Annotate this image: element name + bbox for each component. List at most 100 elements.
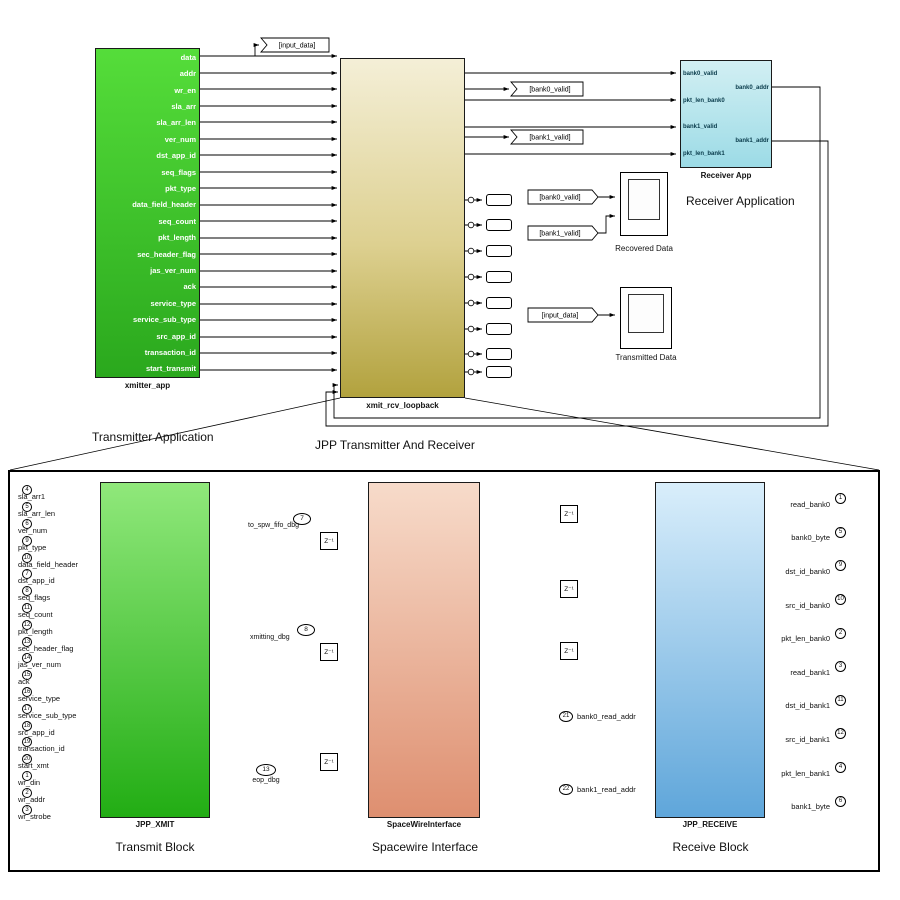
mini-sink-block[interactable] xyxy=(486,271,512,283)
input-port-row[interactable]: 9 pkt_type xyxy=(16,532,100,552)
jpp-xmit-block[interactable] xyxy=(100,482,210,818)
receiver-in-port-label: bank0_valid xyxy=(683,71,718,78)
port-name-label: service_sub_type xyxy=(18,710,77,720)
mini-sink-block[interactable] xyxy=(486,366,512,378)
port-number-badge: 14 xyxy=(22,653,32,664)
from-tag-input-data[interactable]: [input_data] xyxy=(527,307,615,323)
input-port-row[interactable]: 2 wr_addr xyxy=(16,784,100,804)
port-label: wr_en xyxy=(174,85,196,95)
input-port-row[interactable]: 6 ver_num xyxy=(16,516,100,535)
input-port-row[interactable]: 8 seq_flags xyxy=(16,583,100,602)
port-label: start_transmit xyxy=(145,364,196,374)
unit-delay-block[interactable]: Z⁻¹ xyxy=(320,753,338,771)
input-port-row[interactable]: 5 sla_arr_len xyxy=(16,499,100,518)
input-port-row[interactable]: 11 seq_count xyxy=(16,600,100,619)
port-label: dst_app_id xyxy=(156,151,196,161)
port-number-badge: 9 xyxy=(22,535,32,546)
port-label: pkt_type xyxy=(165,183,196,193)
loopback-name: xmit_rcv_loopback xyxy=(366,401,439,410)
input-port-row[interactable]: 14 jas_ver_num xyxy=(16,650,100,669)
input-port-row[interactable]: 10 data_field_header xyxy=(16,549,100,569)
input-port-row[interactable]: 16 service_type xyxy=(16,684,100,703)
receiver-feedback-wires xyxy=(325,86,829,427)
mini-sink-block[interactable] xyxy=(486,323,512,335)
xmit-rcv-loopback-block[interactable] xyxy=(340,58,465,398)
port-name-label: sla_arr1 xyxy=(18,492,46,502)
port-number-badge: 2 xyxy=(22,787,32,798)
goto-tag-bank0-valid[interactable]: [bank0_valid] xyxy=(465,81,584,97)
outport-13-oval[interactable]: 13 xyxy=(256,764,276,776)
from-tag-bank0-valid[interactable]: [bank0_valid] xyxy=(527,189,615,205)
output-port-row[interactable]: 4 pkt_len_bank1 xyxy=(766,751,876,785)
mini-sink-block[interactable] xyxy=(486,297,512,309)
input-port-row[interactable]: 12 pkt_length xyxy=(16,616,100,636)
port-name-label: sec_header_flag xyxy=(18,643,74,653)
output-port-row[interactable]: 6 bank1_byte xyxy=(766,784,876,818)
xmitter-to-loopback-wires xyxy=(200,54,337,372)
outport-8-oval[interactable]: 8 xyxy=(297,624,315,636)
output-port-row[interactable]: 5 bank0_byte xyxy=(766,516,876,550)
output-port-row[interactable]: 10 src_id_bank0 xyxy=(766,583,876,617)
input-port-row[interactable]: 4 sla_arr1 xyxy=(16,482,100,502)
port-name-label: read_bank0 xyxy=(790,499,830,509)
xmitter-app-name: xmitter_app xyxy=(124,381,171,390)
input-port-row[interactable]: 17 service_sub_type xyxy=(16,700,100,720)
jpp-xmit-name: JPP_XMIT xyxy=(135,820,175,829)
port-number-badge: 3 xyxy=(22,804,32,815)
inport-21-oval[interactable]: 21 xyxy=(559,711,573,722)
bank1-read-addr-label: bank1_read_addr xyxy=(576,785,637,794)
port-number-badge: 4 xyxy=(22,485,32,496)
output-port-row[interactable]: 3 read_bank1 xyxy=(766,650,876,684)
input-port-row[interactable]: 7 dst_app_id xyxy=(16,566,100,585)
input-port-row[interactable]: 20 start_xmt xyxy=(16,751,100,770)
port-label: service_sub_type xyxy=(133,315,196,325)
mini-sink-block[interactable] xyxy=(486,245,512,257)
port-label: sec_header_flag xyxy=(137,249,196,259)
goto-bank0-label: [bank0_valid] xyxy=(529,87,570,94)
port-label: sla_arr xyxy=(171,101,196,111)
mini-sink-block[interactable] xyxy=(486,219,512,231)
port-name-label: bank0_byte xyxy=(791,533,830,543)
input-port-row[interactable]: 1 wr_din xyxy=(16,768,100,787)
from-tag-bank1-valid[interactable]: [bank1_valid] xyxy=(527,214,615,241)
recovered-data-scope[interactable] xyxy=(620,172,668,236)
transmitted-data-scope[interactable] xyxy=(620,287,672,349)
port-label: ack xyxy=(183,282,196,292)
input-port-row[interactable]: 13 sec_header_flag xyxy=(16,633,100,653)
jpp-receive-output-port-list: 1 read_bank0 5 bank0_byte 9 dst_id_bank0… xyxy=(766,482,876,818)
goto-tag-bank1-valid[interactable]: [bank1_valid] xyxy=(465,129,584,145)
mini-sink-block[interactable] xyxy=(486,194,512,206)
unit-delay-block[interactable]: Z⁻¹ xyxy=(560,580,578,598)
output-port-row[interactable]: 11 dst_id_bank1 xyxy=(766,684,876,718)
port-name-label: wr_din xyxy=(18,777,41,787)
inport-22-oval[interactable]: 22 xyxy=(559,784,573,795)
input-port-row[interactable]: 18 src_app_id xyxy=(16,717,100,737)
spacewire-name: SpaceWireInterface xyxy=(386,820,462,829)
spacewire-interface-caption: Spacewire Interface xyxy=(371,840,479,854)
outport-7-oval[interactable]: 7 xyxy=(293,513,311,525)
spacewire-interface-block[interactable] xyxy=(368,482,480,818)
eop-dbg-label: eop_dbg xyxy=(252,777,280,784)
unit-delay-block[interactable]: Z⁻¹ xyxy=(320,532,338,550)
output-port-row[interactable]: 9 dst_id_bank0 xyxy=(766,549,876,583)
unit-delay-block[interactable]: Z⁻¹ xyxy=(320,643,338,661)
port-label: service_type xyxy=(150,298,196,308)
input-port-row[interactable]: 3 wr_strobe xyxy=(16,801,100,821)
port-number-badge: 6 xyxy=(22,518,32,529)
output-port-row[interactable]: 12 src_id_bank1 xyxy=(766,717,876,751)
mini-sink-block[interactable] xyxy=(486,348,512,360)
input-port-row[interactable]: 15 ack xyxy=(16,667,100,686)
goto-tag-input-data[interactable]: [input_data] xyxy=(253,37,330,56)
input-port-row[interactable]: 19 transaction_id xyxy=(16,734,100,753)
receiver-in-port-label: pkt_len_bank0 xyxy=(683,97,725,104)
jpp-receive-block[interactable] xyxy=(655,482,765,818)
output-port-row[interactable]: 2 pkt_len_bank0 xyxy=(766,616,876,650)
unit-delay-block[interactable]: Z⁻¹ xyxy=(560,642,578,660)
port-name-label: service_type xyxy=(18,693,61,703)
output-port-row[interactable]: 1 read_bank0 xyxy=(766,482,876,516)
unit-delay-block[interactable]: Z⁻¹ xyxy=(560,505,578,523)
bank0-read-addr-label: bank0_read_addr xyxy=(576,712,637,721)
